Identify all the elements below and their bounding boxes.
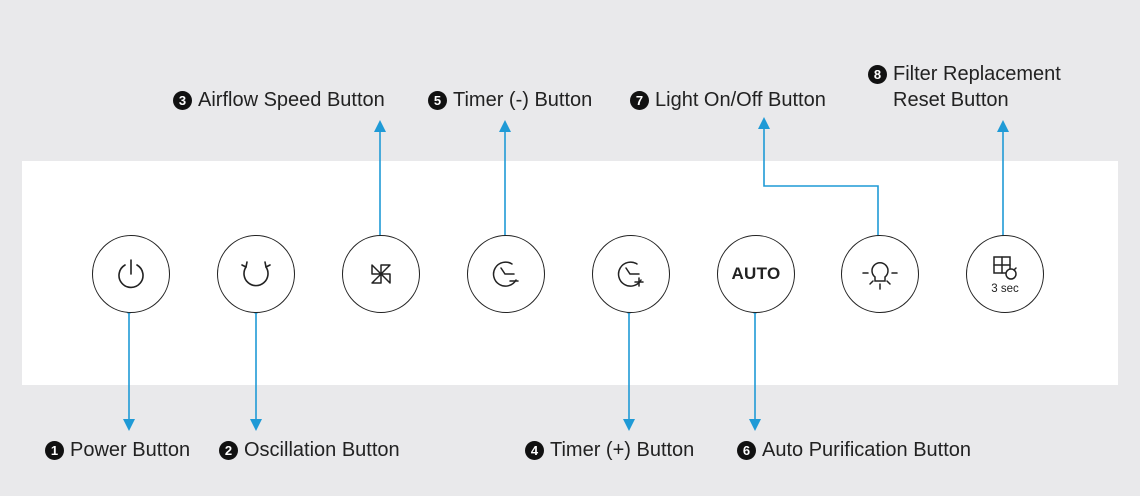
callout-number: 3: [173, 91, 192, 110]
callout-auto-purification: 6 Auto Purification Button: [737, 437, 971, 463]
callout-label: Timer (-) Button: [453, 89, 593, 111]
light-on-off-button[interactable]: [841, 235, 919, 313]
power-icon: [118, 259, 144, 289]
callout-label: Oscillation Button: [244, 439, 400, 461]
callout-number: 4: [525, 441, 544, 460]
airflow-speed-button[interactable]: [342, 235, 420, 313]
filter-replacement-reset-button[interactable]: 3 sec: [966, 235, 1044, 313]
oscillation-icon: [241, 261, 271, 287]
callout-oscillation: 2 Oscillation Button: [219, 437, 400, 463]
callout-number: 6: [737, 441, 756, 460]
timer-minus-icon: [492, 261, 519, 287]
callout-label: Timer (+) Button: [550, 439, 695, 461]
callout-number: 5: [428, 91, 447, 110]
callout-label: Airflow Speed Button: [198, 89, 385, 111]
timer-plus-button[interactable]: [592, 235, 670, 313]
timer-minus-button[interactable]: [467, 235, 545, 313]
callout-label-line1: Filter Replacement: [893, 63, 1061, 85]
callout-number: 2: [219, 441, 238, 460]
control-panel: [22, 161, 1118, 385]
callout-label: Light On/Off Button: [655, 89, 826, 111]
timer-plus-icon: [617, 261, 644, 287]
callout-label: Auto Purification Button: [762, 439, 972, 461]
power-button[interactable]: [92, 235, 170, 313]
callout-timer-minus: 5 Timer (-) Button: [428, 87, 592, 113]
callout-number: 1: [45, 441, 64, 460]
callout-power: 1 Power Button: [45, 437, 190, 463]
fan-icon: [371, 264, 391, 284]
hold-duration-label: 3 sec: [991, 282, 1019, 295]
oscillation-button[interactable]: [217, 235, 295, 313]
auto-label: AUTO: [731, 264, 781, 283]
filter-reset-icon: [993, 255, 1017, 280]
callout-airflow-speed: 3 Airflow Speed Button: [173, 87, 385, 113]
auto-purification-button[interactable]: AUTO: [717, 235, 795, 313]
callout-number: 7: [630, 91, 649, 110]
callout-number: 8: [868, 65, 887, 84]
callout-label-line2: Reset Button: [893, 89, 1009, 111]
callout-label: Power Button: [70, 439, 191, 461]
callout-filter-reset: 8 Filter Replacement Reset Button: [868, 61, 1061, 113]
callout-timer-plus: 4 Timer (+) Button: [525, 437, 694, 463]
light-bulb-icon: [862, 262, 898, 290]
callout-light: 7 Light On/Off Button: [630, 87, 826, 113]
